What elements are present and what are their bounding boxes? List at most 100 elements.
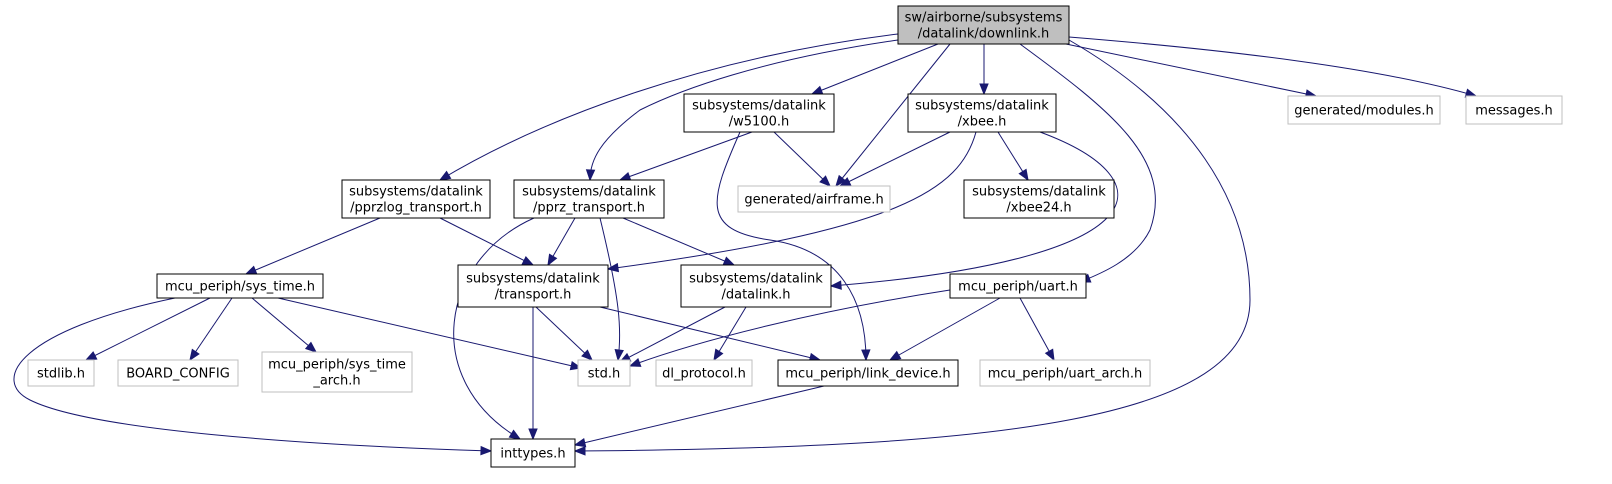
edge-line	[574, 39, 1251, 452]
node-transport[interactable]: subsystems/datalink/transport.h	[457, 264, 609, 308]
edge-line	[1019, 297, 1055, 361]
edge-arrowhead	[618, 171, 632, 181]
edge-pprzlog-to-transport	[439, 217, 535, 266]
edge-line	[835, 43, 951, 187]
edge-arrowhead	[722, 256, 736, 266]
node-label-line: mcu_periph/uart_arch.h	[988, 367, 1143, 382]
edge-uart-to-linkdevice	[888, 297, 1001, 361]
node-dlprotocol: dl_protocol.h	[655, 359, 753, 387]
edge-line	[589, 39, 899, 181]
node-label-line: BOARD_CONFIG	[126, 367, 230, 382]
node-label-line: /pprzlog_transport.h	[350, 201, 482, 216]
node-messages: messages.h	[1465, 95, 1563, 125]
node-label-line: subsystems/datalink	[349, 185, 483, 200]
edge-line	[811, 43, 939, 95]
node-linkdevice[interactable]: mcu_periph/link_device.h	[777, 359, 959, 387]
node-board: BOARD_CONFIG	[117, 359, 239, 387]
edge-line	[607, 131, 977, 270]
node-label-line: subsystems/datalink	[972, 185, 1106, 200]
node-label-line: generated/modules.h	[1294, 104, 1433, 119]
node-box	[117, 359, 239, 387]
node-label-line: subsystems/datalink	[522, 185, 656, 200]
node-box	[341, 179, 491, 219]
edge-uart-to-std	[628, 289, 951, 367]
node-box	[156, 273, 324, 299]
edge-arrowhead	[438, 170, 452, 181]
edge-arrowhead	[304, 341, 318, 353]
edge-arrowhead	[244, 265, 258, 275]
edge-arrowhead	[547, 253, 558, 267]
edge-arrowhead	[528, 428, 538, 441]
edge-line	[453, 217, 535, 440]
edge-arrowhead	[979, 83, 989, 96]
node-uart[interactable]: mcu_periph/uart.h	[949, 273, 1087, 299]
edge-arrowhead	[835, 174, 847, 188]
edge-line	[889, 297, 1001, 361]
node-uartarch: mcu_periph/uart_arch.h	[979, 359, 1151, 387]
edge-line	[839, 131, 951, 187]
node-label-line: /xbee24.h	[1006, 201, 1071, 216]
node-label-line: _arch.h	[312, 374, 360, 389]
edge-line	[439, 217, 534, 266]
node-box	[261, 351, 413, 393]
node-modules: generated/modules.h	[1287, 95, 1441, 125]
edge-line	[277, 297, 582, 369]
edge-w5100-to-airframe	[773, 131, 831, 187]
node-systime[interactable]: mcu_periph/sys_time.h	[156, 273, 324, 299]
node-pprzlog[interactable]: subsystems/datalink/pprzlog_transport.h	[341, 179, 491, 219]
node-label-line: subsystems/datalink	[692, 99, 826, 114]
edge-line	[535, 306, 593, 361]
edge-line	[716, 131, 867, 361]
node-xbee24[interactable]: subsystems/datalink/xbee24.h	[963, 179, 1115, 219]
node-label-line: generated/airframe.h	[744, 193, 883, 208]
node-systimearch: mcu_periph/sys_time_arch.h	[261, 351, 413, 393]
node-box	[737, 185, 891, 213]
edge-line	[245, 217, 381, 275]
edge-line	[619, 306, 726, 363]
nodes-layer: sw/airborne/subsystems/datalink/downlink…	[27, 5, 1563, 468]
edge-downlink-to-airframe	[835, 43, 951, 188]
node-box	[1465, 95, 1563, 125]
node-box	[979, 359, 1151, 387]
edge-arrowhead	[573, 437, 587, 448]
node-inttypes[interactable]: inttypes.h	[490, 438, 576, 468]
node-box	[949, 273, 1087, 299]
edge-pprz-to-datalinkh	[622, 217, 736, 266]
edge-arrowhead	[614, 349, 624, 362]
edge-downlink-to-xbee	[979, 44, 989, 96]
edge-line	[599, 217, 621, 361]
node-datalinkh[interactable]: subsystems/datalink/datalink.h	[680, 264, 832, 308]
edge-downlink-to-uart	[1019, 43, 1156, 283]
node-label-line: inttypes.h	[500, 447, 565, 462]
edge-datalinkh-to-dlprotocol	[713, 306, 747, 362]
edge-arrowhead	[84, 351, 98, 361]
node-label-line: subsystems/datalink	[466, 272, 600, 287]
edge-arrowhead	[888, 350, 902, 361]
edge-line	[251, 297, 317, 353]
edge-arrowhead	[1044, 348, 1055, 362]
node-downlink[interactable]: sw/airborne/subsystems/datalink/downlink…	[897, 5, 1070, 45]
node-w5100[interactable]: subsystems/datalink/w5100.h	[683, 93, 835, 133]
edge-downlink-to-pprzlog	[438, 33, 899, 181]
node-box	[1287, 95, 1441, 125]
edge-arrowhead	[819, 175, 831, 187]
edge-line	[619, 131, 753, 181]
edge-downlink-to-pprz	[585, 39, 899, 182]
edge-linkdevice-to-inttypes	[573, 385, 825, 448]
node-label-line: stdlib.h	[37, 367, 85, 382]
edge-line	[622, 217, 735, 266]
edge-line	[1065, 43, 1317, 97]
node-label-line: /datalink.h	[721, 288, 790, 303]
edge-arrowhead	[573, 446, 586, 456]
edge-line	[85, 297, 211, 361]
node-xbee[interactable]: subsystems/datalink/xbee.h	[907, 93, 1057, 133]
edge-w5100-to-pprz	[618, 131, 753, 181]
node-label-line: /transport.h	[495, 288, 572, 303]
node-label-line: sw/airborne/subsystems	[905, 11, 1063, 26]
node-label-line: messages.h	[1475, 104, 1553, 119]
edge-xbee-to-xbee24	[997, 131, 1029, 182]
node-box	[490, 438, 576, 468]
node-pprz[interactable]: subsystems/datalink/pprz_transport.h	[513, 179, 665, 219]
node-box	[577, 359, 631, 387]
